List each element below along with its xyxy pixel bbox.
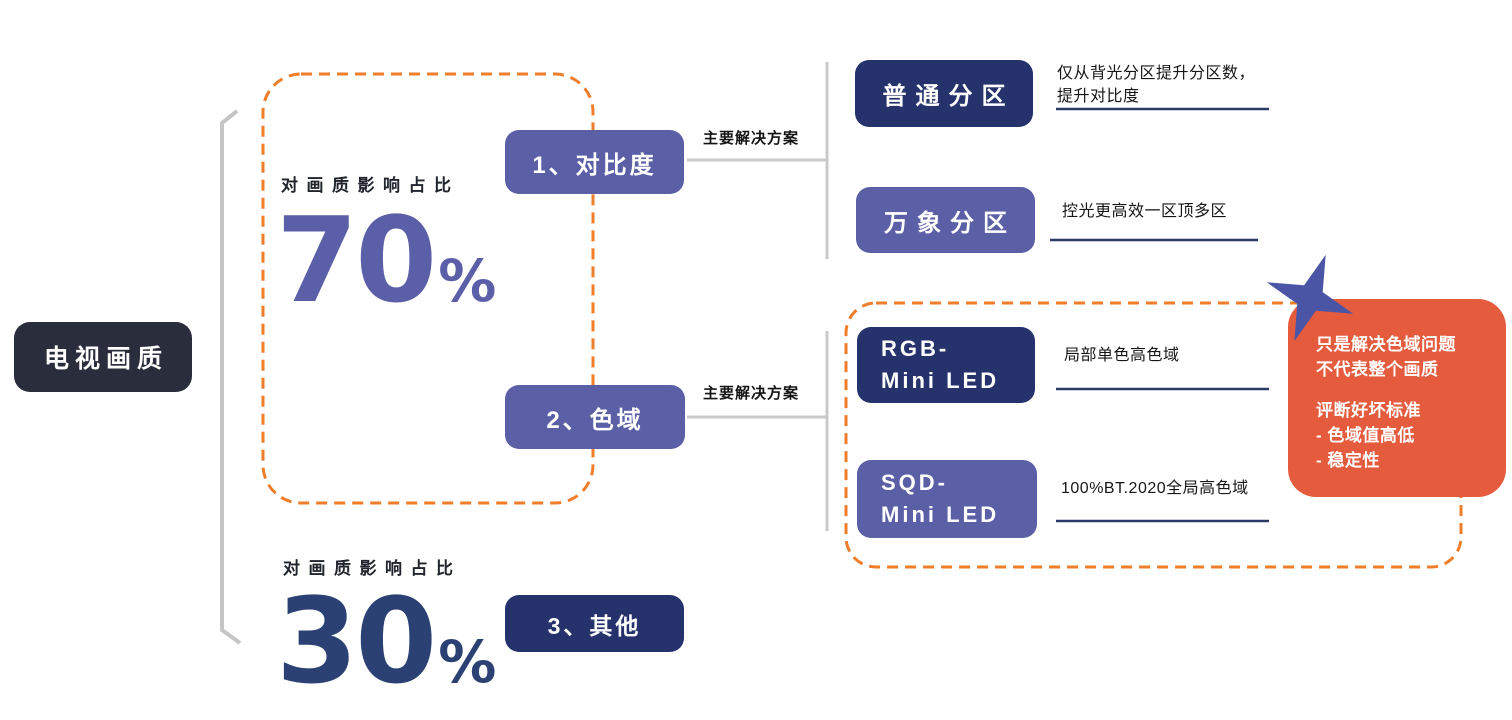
solution-node-sqd-miniled: SQD- Mini LED xyxy=(857,460,1037,538)
impact-block-70: 对画质影响占比 70 % xyxy=(276,171,496,319)
impact-block-30: 对画质影响占比 30 % xyxy=(276,554,496,700)
note-putong-fenqu: 仅从背光分区提升分区数， 提升对比度 xyxy=(1057,62,1255,108)
note-line: 100%BT.2020全局高色域 xyxy=(1061,480,1249,497)
node-label-line: Mini LED xyxy=(881,368,1000,393)
branch-node-contrast: 1、对比度 xyxy=(505,130,684,194)
impact-caption-70: 对画质影响占比 xyxy=(281,176,460,195)
node-label-line: SQD- xyxy=(881,470,948,496)
callout-line: 不代表整个画质 xyxy=(1316,359,1439,379)
impact-value-30: 30 xyxy=(276,572,437,710)
callout-line: 只是解决色域问题 xyxy=(1316,335,1456,354)
impact-unit-30: % xyxy=(438,628,497,696)
star-icon xyxy=(1266,254,1354,342)
impact-unit-70: % xyxy=(438,247,497,315)
callout-line: 评断好坏标准 xyxy=(1316,401,1421,421)
callout-paragraph: 评断好坏标准 - 色域值高低 - 稳定性 xyxy=(1316,399,1488,473)
note-line: 局部单色高色域 xyxy=(1064,347,1180,364)
note-rgb-miniled: 局部单色高色域 xyxy=(1064,344,1180,367)
impact-caption-30: 对画质影响占比 xyxy=(283,559,462,578)
root-bracket xyxy=(220,109,242,645)
connector-label-contrast: 主要解决方案 xyxy=(703,130,800,147)
impact-number-30: 30 % xyxy=(276,572,497,710)
note-sqd-miniled: 100%BT.2020全局高色域 xyxy=(1061,477,1249,500)
callout-line: - 色域值高低 xyxy=(1316,425,1415,445)
root-node-tv-quality: 电视画质 xyxy=(14,322,192,392)
impact-value-70: 70 xyxy=(276,191,437,329)
branch-node-gamut: 2、色域 xyxy=(505,385,685,449)
node-label-line: Mini LED xyxy=(881,502,1000,527)
note-line: 仅从背光分区提升分区数， xyxy=(1057,65,1256,82)
connector-label-gamut: 主要解决方案 xyxy=(703,385,800,402)
note-line: 提升对比度 xyxy=(1057,88,1140,105)
dashed-group-70 xyxy=(261,72,595,505)
node-label-line: RGB- xyxy=(881,336,950,362)
callout-gamut-warning: 只是解决色域问题 不代表整个画质 评断好坏标准 - 色域值高低 - 稳定性 xyxy=(1288,299,1506,497)
solution-node-putong-fenqu: 普通分区 xyxy=(855,60,1033,127)
solution-node-wanxiang-fenqu: 万象分区 xyxy=(856,187,1035,253)
callout-paragraph: 只是解决色域问题 不代表整个画质 xyxy=(1316,333,1488,382)
note-wanxiang-fenqu: 控光更高效一区顶多区 xyxy=(1062,200,1227,223)
callout-line: - 稳定性 xyxy=(1316,450,1380,470)
branch-node-other: 3、其他 xyxy=(505,595,684,652)
solution-node-rgb-miniled: RGB- Mini LED xyxy=(857,327,1035,403)
note-line: 控光更高效一区顶多区 xyxy=(1062,203,1228,220)
impact-number-70: 70 % xyxy=(276,191,497,329)
